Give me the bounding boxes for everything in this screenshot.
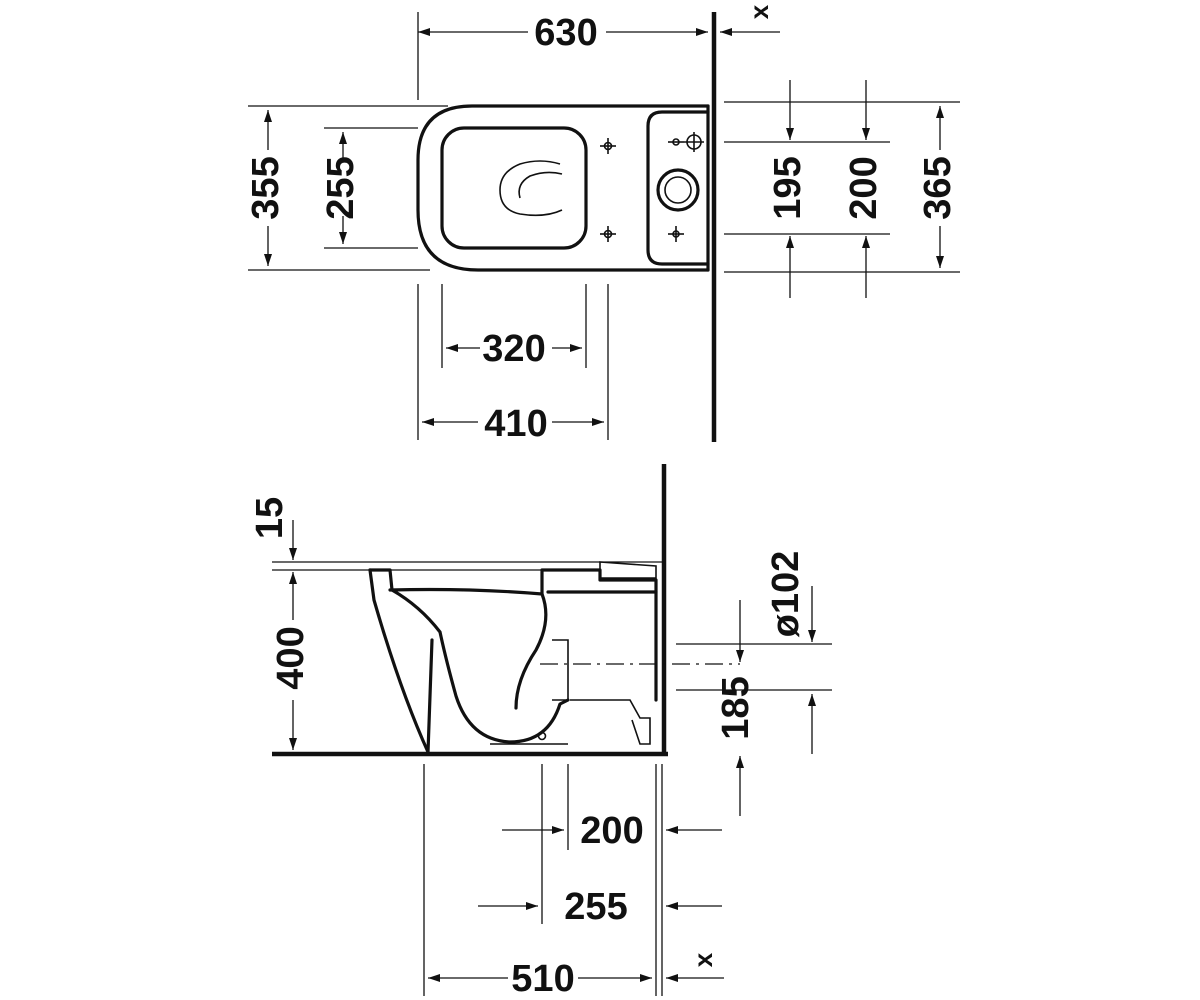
dim-overall-length: 630 — [534, 12, 597, 54]
dim-height: 400 — [270, 626, 312, 689]
side-view: 15 400 ø102 185 200 255 510 x — [249, 464, 832, 1000]
dim-tank-inner: 195 — [767, 156, 809, 219]
dim-side-wall-gap: x — [688, 952, 718, 967]
side-trap-curve — [388, 587, 548, 710]
side-pedestal-front — [368, 568, 430, 754]
plan-outlet-outer — [656, 168, 700, 212]
dim-seat-width: 255 — [320, 156, 362, 219]
plan-fixing-marks — [600, 138, 616, 242]
dim-inner-length: 320 — [482, 328, 545, 370]
plan-tank — [646, 110, 710, 266]
dim-outlet-inner: 200 — [580, 810, 643, 852]
side-bowl-outline — [368, 568, 570, 744]
dim-outer-length: 410 — [484, 403, 547, 445]
dim-overall-depth: 510 — [511, 958, 574, 1000]
dim-outlet-height: 185 — [715, 676, 757, 739]
plan-view: 630 x 355 255 320 410 — [245, 4, 960, 445]
side-outlet-pipe — [552, 639, 569, 701]
dim-outlet-diameter: ø102 — [765, 551, 807, 638]
plan-seat-opening — [440, 126, 588, 250]
side-base-detail — [570, 699, 651, 745]
plan-outlet-inner — [664, 176, 692, 204]
dim-plan-wall-gap: x — [744, 4, 774, 19]
plan-bowl-outline — [416, 104, 710, 272]
plan-bowl-inner — [499, 160, 563, 217]
dim-tank-outer: 365 — [917, 156, 959, 219]
side-fixing — [537, 731, 547, 741]
plan-bowl-inner-2 — [518, 171, 563, 199]
dim-seat-thickness: 15 — [249, 497, 291, 539]
dim-outer-width: 355 — [245, 156, 287, 219]
side-tank-top — [540, 568, 658, 596]
dim-outlet-outer: 255 — [564, 886, 627, 928]
side-pedestal-inner — [426, 638, 434, 754]
side-seat-back — [599, 561, 657, 579]
dim-tank-mid: 200 — [843, 156, 885, 219]
